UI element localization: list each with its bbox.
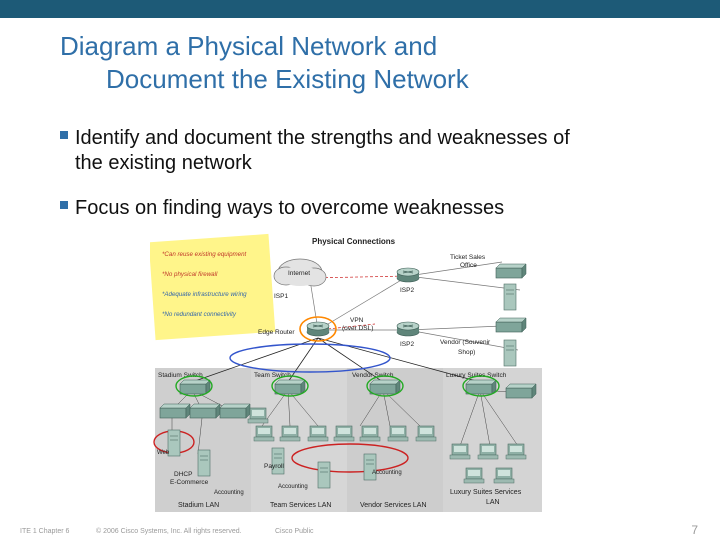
page-number: 7 [691,523,698,537]
vendor-switch-highlight [366,375,404,397]
vendor-lan-label: Vendor Services LAN [360,502,427,509]
luxury-pc-icon [449,443,471,460]
note-line-3: *Adequate infrastructure wiring [162,291,247,298]
note-line-4: *No redundant connectivity [162,311,237,318]
stadium-access-switch-icon [159,403,191,419]
internet-cloud-icon [273,258,327,287]
vendor-shop-server-icon [503,339,517,367]
bullet-2: Focus on finding ways to overcome weakne… [60,196,690,221]
bullet-2-text: Focus on finding ways to overcome weakne… [75,197,505,219]
luxury-lan-label-1: Luxury Suites Services [450,489,522,496]
footer-classification: Cisco Public [275,528,314,535]
stadium-access-switch-icon [189,403,221,419]
ticket-office-label-1: Ticket Sales [450,254,486,261]
note-line-2: *No physical firewall [162,271,218,278]
team-switch-icon [274,379,306,395]
ticket-office-switch-icon [495,263,527,279]
edge-router-label: Edge Router [258,329,295,336]
luxury-lan-label-2: LAN [486,499,500,506]
stadium-switch-icon [179,379,211,395]
ticket-office-server-icon [503,283,517,311]
footer-copyright: © 2006 Cisco Systems, Inc. All rights re… [96,528,242,535]
bullet-1-line-1: Identify and document the strengths and … [75,127,570,149]
title-line-2: Document the Existing Network [106,64,469,94]
isp2-vpn-router-icon [396,321,420,337]
stadium-access-switch-icon [219,403,251,419]
team-pc-icon [333,425,355,442]
isp2-mid-label: ISP2 [400,341,414,348]
vendor-switch-icon [369,379,401,395]
team-pc-icon [247,407,269,424]
accounting-vendor-server-icon [363,453,377,481]
note-line-1: *Can reuse existing equipment [162,251,247,258]
edge-router-highlight [299,316,337,342]
ticket-office-label-2: Office [460,262,477,269]
isp1-label: ISP1 [274,293,288,300]
vendor-pc-icon [415,425,437,442]
bullet-marker [60,131,68,139]
dhcp-server-icon [197,449,211,477]
vendor-pc-icon [387,425,409,442]
title-line-1: Diagram a Physical Network and [60,31,438,61]
vpn-label-2: (over DSL) [342,325,373,332]
ecommerce-label: E-Commerce [170,479,209,486]
team-switch-highlight [271,375,309,397]
vpn-label-1: VPN [350,317,364,324]
stadium-switch-label: Stadium Switch [158,372,203,379]
luxury-pc-icon [477,443,499,460]
accounting-team-server-icon [317,461,331,489]
bullet-1: Identify and document the strengths and … [60,126,690,176]
vendor-pc-icon [359,425,381,442]
footer-chapter: ITE 1 Chapter 6 [20,528,70,535]
vendor-shop-label-2: Shop) [458,349,475,356]
luxury-switch-icon [465,379,497,395]
vendor-shop-label-1: Vendor (Souvenir [440,339,491,346]
accounting-stadium-label: Accounting [214,490,244,496]
stadium-lan-label: Stadium LAN [178,502,219,509]
luxury-switch-label: Luxury Suites Switch [446,372,507,379]
team-vendor-server-highlight [291,443,409,473]
team-switch-label: Team Switch [254,372,291,379]
luxury-uplink-switch-icon [505,383,537,399]
luxury-pc-icon [505,443,527,460]
luxury-pc-icon [493,467,515,484]
edge-router-icon [306,321,330,337]
isp2-router-icon [396,267,420,283]
switch-row-highlight [229,343,391,373]
accounting-vendor-label: Accounting [372,470,402,476]
team-pc-icon [253,425,275,442]
bullet-marker [60,201,68,209]
dhcp-label: DHCP [174,471,192,478]
network-diagram: *Can reuse existing equipment *No physic… [150,233,542,512]
payroll-label: Payroll [264,463,284,470]
isp2-top-label: ISP2 [400,287,414,294]
diagram-title: Physical Connections [312,237,396,246]
web-server-icon [167,429,181,457]
stadium-switch-highlight [175,375,213,397]
bullet-1-line-2: the existing network [75,152,252,174]
payroll-server-icon [271,447,285,475]
vendor-shop-switch-icon [495,317,527,333]
luxury-switch-highlight [462,375,500,397]
team-pc-icon [279,425,301,442]
team-lan-label: Team Services LAN [270,502,331,509]
sticky-note: *Can reuse existing equipment *No physic… [150,233,276,341]
luxury-pc-icon [463,467,485,484]
team-pc-icon [307,425,329,442]
slide-title: Diagram a Physical Network and Document … [60,30,680,96]
top-bar [0,0,720,18]
vendor-switch-label: Vendor Switch [352,372,394,379]
internet-label: Internet [288,270,310,277]
web-label: Web [157,450,170,456]
accounting-team-label: Accounting [278,484,308,490]
